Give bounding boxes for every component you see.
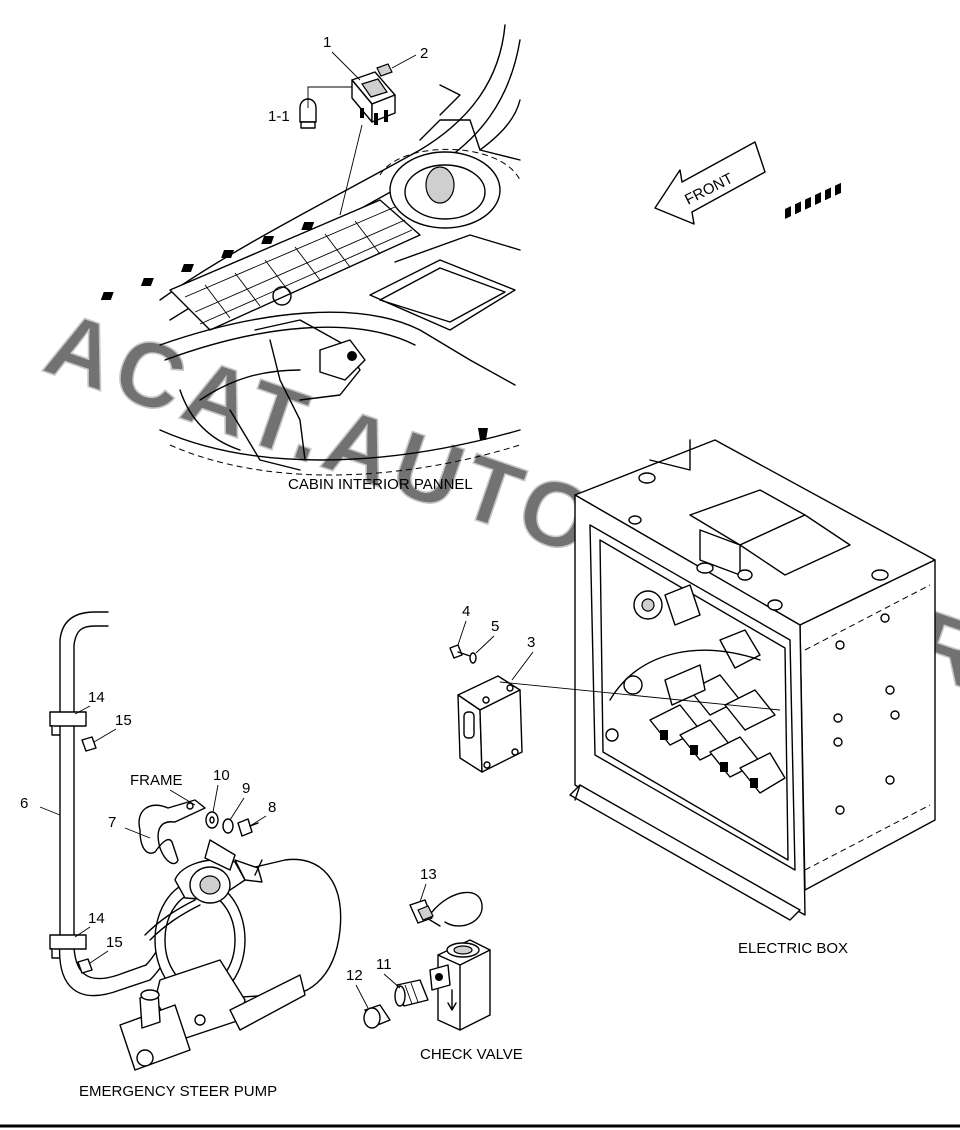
clamp-14-lower <box>49 934 87 959</box>
callout-11: 11 <box>376 956 392 973</box>
pump-caption: EMERGENCY STEER PUMP <box>79 1083 277 1100</box>
callout-9: 9 <box>242 780 250 797</box>
relay-module <box>457 675 781 773</box>
callout-5: 5 <box>491 618 499 635</box>
callout-8: 8 <box>268 799 276 816</box>
callout-15-upper: 15 <box>115 712 132 729</box>
electric-box-caption: ELECTRIC BOX <box>738 940 848 957</box>
callouts-relay: 3 4 5 <box>457 603 535 681</box>
cap-12 <box>363 1004 391 1029</box>
check-valve-caption: CHECK VALVE <box>420 1046 523 1063</box>
relay-bank <box>649 674 786 794</box>
callout-1-1: 1-1 <box>268 108 290 125</box>
bolt-15-upper <box>81 736 97 752</box>
callouts-cabin: 1 2 1-1 <box>268 34 428 125</box>
switch-cover <box>376 63 393 77</box>
cabin-caption: CABIN INTERIOR PANNEL <box>288 476 473 493</box>
callout-14-lower: 14 <box>88 910 105 927</box>
terminal-strip <box>785 182 841 219</box>
washer-5 <box>469 652 477 664</box>
rocker-switch <box>351 71 396 125</box>
callout-3: 3 <box>527 634 535 651</box>
callout-6: 6 <box>20 795 28 812</box>
plug-11 <box>394 979 429 1007</box>
vent-grille <box>100 206 413 325</box>
bolt-15-lower <box>77 958 93 974</box>
bracket-7 <box>124 799 206 865</box>
electric-box <box>569 182 936 921</box>
cabin-interior-panel <box>100 24 521 476</box>
side-studs <box>833 613 900 815</box>
cup-holder <box>379 148 521 229</box>
callout-14-upper: 14 <box>88 689 105 706</box>
callout-4: 4 <box>462 603 470 620</box>
connector-13 <box>409 891 483 927</box>
pump-motor <box>119 839 342 1071</box>
callout-15-lower: 15 <box>106 934 123 951</box>
callout-2: 2 <box>420 45 428 62</box>
check-valve <box>429 939 491 1031</box>
bolt-4 <box>449 644 471 659</box>
clamp-14-upper <box>49 711 87 736</box>
callout-13: 13 <box>420 866 437 883</box>
callouts-pump: 6 7 8 9 10 14 15 14 15 <box>20 689 276 964</box>
callout-12: 12 <box>346 967 363 984</box>
frame-label: FRAME <box>130 772 183 789</box>
callout-1: 1 <box>323 34 331 51</box>
front-arrow: FRONT <box>654 141 766 225</box>
fastener-hardware <box>205 811 259 837</box>
bulb <box>299 86 352 129</box>
callout-7: 7 <box>108 814 116 831</box>
callouts-valve: 11 12 13 <box>346 866 437 1009</box>
callout-10: 10 <box>213 767 230 784</box>
